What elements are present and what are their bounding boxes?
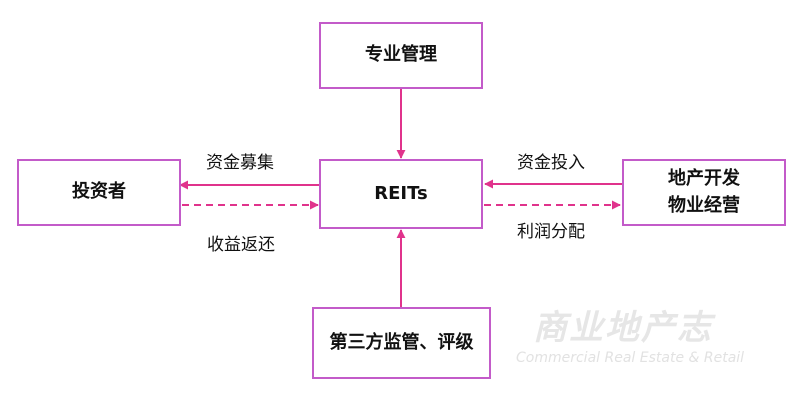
watermark-logo-cn: 商业地产志 [533,308,713,348]
node-label: 专业管理 [365,44,437,66]
watermark-logo-en: Commercial Real Estate & Retail [516,350,745,366]
node-reits: REITs [319,159,483,229]
node-investor: 投资者 [17,159,181,226]
node-label: 投资者 [72,181,126,203]
edge-label-return: 收益返还 [207,235,275,255]
node-label-line1: 地产开发 [668,168,740,190]
edge-label-profit: 利润分配 [517,222,585,242]
edge-label-fund-input: 资金投入 [517,153,585,173]
edge-label-fund-raise: 资金募集 [206,153,274,173]
node-third-party-supervision: 第三方监管、评级 [312,307,491,379]
node-label-line2: 物业经营 [668,194,740,216]
node-label: REITs [374,182,428,204]
node-professional-management: 专业管理 [319,22,483,89]
node-label: 第三方监管、评级 [329,331,474,353]
node-property-development: 地产开发 物业经营 [622,159,786,226]
